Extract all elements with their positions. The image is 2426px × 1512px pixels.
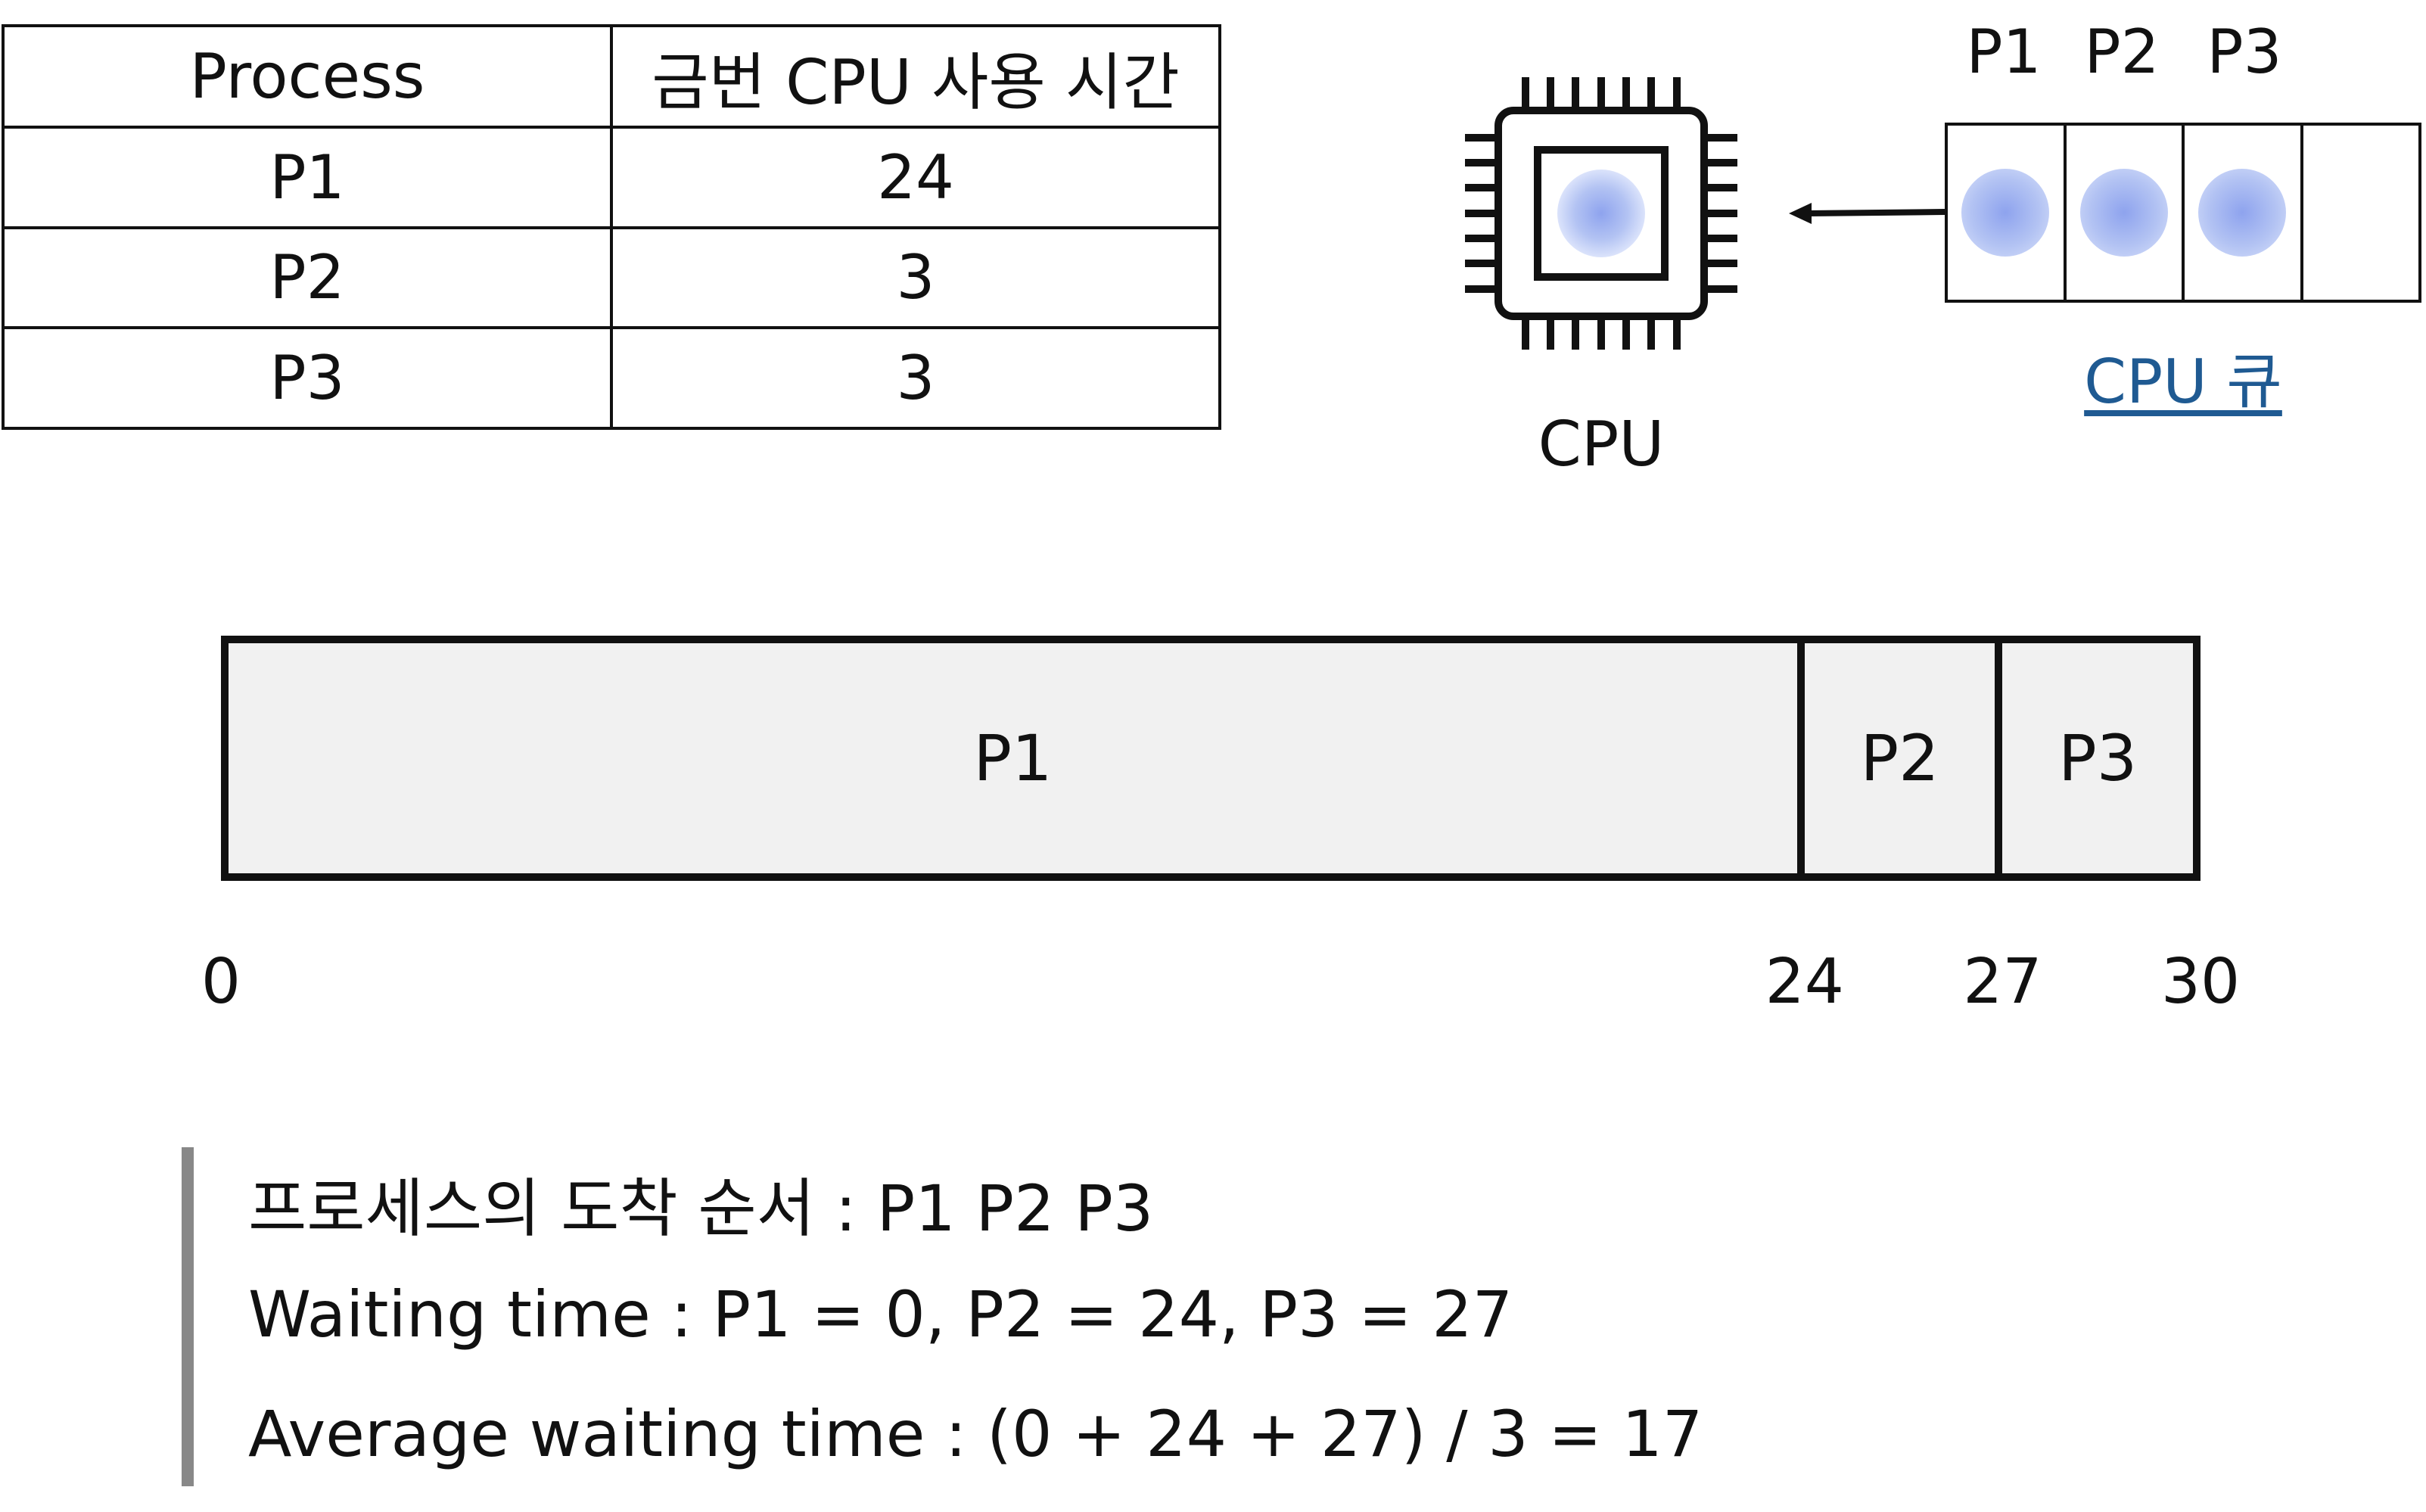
gantt-segment-p1: P1 [221, 636, 1805, 881]
gantt-tick-label: 30 [2160, 946, 2241, 1018]
cell-burst: 3 [610, 226, 1221, 330]
notes-block: 프로세스의 도착 순서 : P1 P2 P3 Waiting time : P1… [182, 1147, 1703, 1486]
cell-burst: 24 [610, 126, 1221, 229]
table-row: P3 3 [2, 326, 1221, 430]
header-burst-time: 금번 CPU 사용 시간 [610, 24, 1221, 129]
table-row: P2 3 [2, 226, 1221, 330]
cpu-queue [1945, 123, 2421, 303]
table-header-row: Process 금번 CPU 사용 시간 [2, 24, 1221, 129]
process-ball-icon [1961, 169, 2050, 257]
cpu-process-ball [1557, 170, 1645, 257]
queue-slot [2067, 126, 2185, 300]
gantt-segment-label: P3 [2058, 721, 2138, 795]
queue-labels: P1 P2 P3 [1945, 17, 2421, 100]
table-row: P1 24 [2, 126, 1221, 229]
process-ball-icon [2079, 169, 2168, 257]
queue-label-p2: P2 [2084, 17, 2160, 87]
gantt-tick-label: 24 [1765, 946, 1844, 1018]
process-ball-icon [2198, 169, 2287, 257]
queue-label-p3: P3 [2207, 17, 2282, 87]
cpu-queue-caption[interactable]: CPU 큐 [2084, 347, 2282, 417]
gantt-segment-label: P2 [1860, 721, 1939, 795]
cell-process: P3 [2, 326, 613, 430]
burst-time-table: Process 금번 CPU 사용 시간 P1 24 P2 3 P3 3 [2, 24, 1221, 430]
queue-slot [1948, 126, 2067, 300]
cell-burst: 3 [610, 326, 1221, 430]
gantt-tick-label: 27 [1963, 946, 2042, 1018]
gantt-chart: P1 P2 P3 [221, 636, 2201, 881]
gantt-segment-p2: P2 [1804, 636, 2003, 881]
arrow-left-icon [1789, 203, 1945, 224]
gantt-segment-label: P1 [973, 721, 1053, 795]
cpu-label: CPU [1538, 409, 1665, 481]
average-waiting-time-text: Average waiting time : (0 + 24 + 27) / 3… [248, 1397, 1703, 1471]
waiting-time-text: Waiting time : P1 = 0, P2 = 24, P3 = 27 [248, 1277, 1513, 1352]
queue-slot [2303, 126, 2419, 300]
gantt-tick-label: 0 [201, 946, 241, 1018]
queue-slot [2185, 126, 2303, 300]
gantt-bar: P1 P2 P3 [221, 636, 2201, 881]
arrival-order-text: 프로세스의 도착 순서 : P1 P2 P3 [248, 1171, 1154, 1246]
header-process: Process [2, 24, 613, 129]
cpu-chip-icon [1465, 77, 1737, 350]
cell-process: P1 [2, 126, 613, 229]
queue-label-p1: P1 [1966, 17, 2042, 87]
cell-process: P2 [2, 226, 613, 330]
gantt-segment-p3: P3 [2002, 636, 2201, 881]
